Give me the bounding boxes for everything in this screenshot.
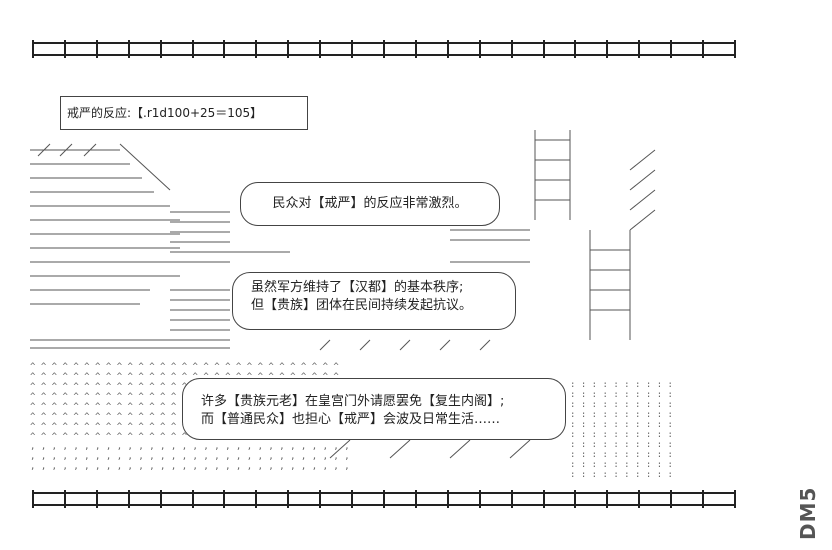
- rail-tick: [383, 490, 385, 508]
- rail-tick: [32, 490, 34, 508]
- rail-tick: [511, 40, 513, 58]
- rail-tick: [319, 490, 321, 508]
- rail-tick: [638, 40, 640, 58]
- rail-tick: [511, 490, 513, 508]
- rail-tick: [351, 490, 353, 508]
- dice-roll-text: 戒严的反应:【.r1d100+25＝105】: [67, 106, 263, 120]
- rail-tick: [574, 40, 576, 58]
- rail-tick: [447, 40, 449, 58]
- rail-tick: [96, 490, 98, 508]
- rail-tick: [543, 40, 545, 58]
- rail-tick: [287, 40, 289, 58]
- ascii-art-strokes: [30, 130, 656, 459]
- rail-tick: [255, 40, 257, 58]
- rail-tick: [479, 490, 481, 508]
- speech-bubble-3: 许多【贵族元老】在皇宫门外请愿罢免【复生内阁】; 而【普通民众】也担心【戒严】会…: [182, 378, 566, 440]
- rail-tick: [734, 40, 736, 58]
- rail-tick: [670, 40, 672, 58]
- top-border-rail: [32, 40, 736, 58]
- rail-tick: [319, 40, 321, 58]
- rail-tick: [223, 40, 225, 58]
- rail-tick: [128, 40, 130, 58]
- rail-tick: [192, 40, 194, 58]
- bubble-3-line-1: 许多【贵族元老】在皇宫门外请愿罢免【复生内阁】;: [201, 394, 505, 409]
- rail-tick: [734, 490, 736, 508]
- dice-roll-header: 戒严的反应:【.r1d100+25＝105】: [60, 96, 308, 130]
- rail-tick: [638, 490, 640, 508]
- bottom-border-rail: [32, 490, 736, 508]
- rail-tick: [223, 490, 225, 508]
- rail-tick: [574, 490, 576, 508]
- ascii-dot-field-right: : : : : : : : : : : : : : : : : : : : : …: [570, 380, 673, 480]
- bubble-2-line-2: 但【贵族】团体在民间持续发起抗议。: [251, 298, 473, 313]
- rail-tick: [479, 40, 481, 58]
- rail-tick: [32, 40, 34, 58]
- bubble-3-line-2: 而【普通民众】也担心【戒严】会波及日常生活……: [201, 412, 501, 427]
- dm5-watermark-logo: DM5: [796, 486, 820, 540]
- rail-tick: [702, 490, 704, 508]
- speech-bubble-1: 民众对【戒严】的反应非常激烈。: [240, 182, 500, 226]
- rail-tick: [702, 40, 704, 58]
- rail-tick: [160, 490, 162, 508]
- rail-tick: [160, 40, 162, 58]
- bubble-1-line-1: 民众对【戒严】的反应非常激烈。: [272, 196, 468, 211]
- rail-tick: [96, 40, 98, 58]
- rail-tick: [415, 490, 417, 508]
- rail-tick: [128, 490, 130, 508]
- rail-tick: [447, 490, 449, 508]
- rail-tick: [606, 40, 608, 58]
- rail-tick: [543, 490, 545, 508]
- rail-tick: [287, 490, 289, 508]
- rail-tick: [383, 40, 385, 58]
- rail-tick: [670, 490, 672, 508]
- bubble-2-line-1: 虽然军方维持了【汉都】的基本秩序;: [251, 280, 464, 295]
- rail-tick: [64, 490, 66, 508]
- ascii-art-scene: ^ ^ ^ ^ ^ ^ ^ ^ ^ ^ ^ ^ ^ ^ ^ ^ ^ ^ ^ ^ …: [30, 100, 673, 484]
- rail-tick: [351, 40, 353, 58]
- rail-tick: [415, 40, 417, 58]
- rail-tick: [255, 490, 257, 508]
- rail-tick: [192, 490, 194, 508]
- rail-tick: [64, 40, 66, 58]
- rail-tick: [606, 490, 608, 508]
- speech-bubble-2: 虽然军方维持了【汉都】的基本秩序; 但【贵族】团体在民间持续发起抗议。: [232, 272, 516, 330]
